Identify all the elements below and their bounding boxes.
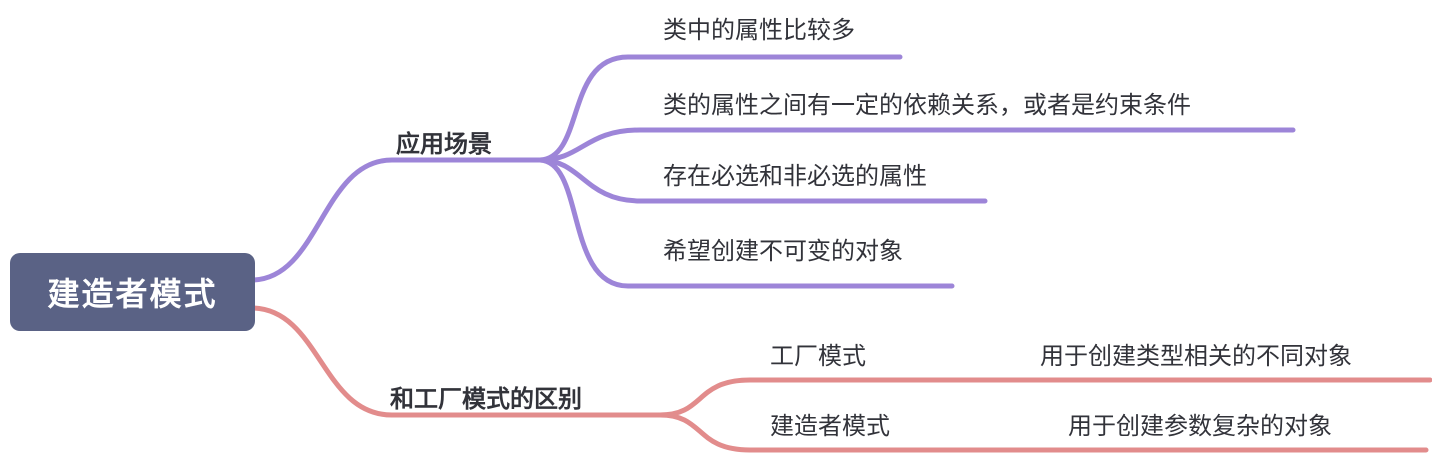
node-factory-pattern-desc[interactable]: 用于创建类型相关的不同对象	[1040, 343, 1352, 370]
link-factory-pattern-row	[657, 377, 1432, 418]
link-root-usage	[250, 157, 543, 283]
node-required-optional[interactable]: 存在必选和非必选的属性	[663, 163, 927, 190]
node-immutable-object[interactable]: 希望创建不可变的对象	[663, 238, 903, 265]
node-factory-pattern[interactable]: 工厂模式	[770, 343, 866, 370]
link-usage-dependency	[537, 127, 1296, 163]
node-builder-pattern[interactable]: 建造者模式	[770, 413, 890, 440]
node-application-scenarios[interactable]: 应用场景	[396, 131, 492, 158]
node-many-attributes[interactable]: 类中的属性比较多	[663, 17, 855, 44]
node-dependency-constraints[interactable]: 类的属性之间有一定的依赖关系，或者是约束条件	[663, 92, 1191, 119]
node-builder-pattern-desc[interactable]: 用于创建参数复杂的对象	[1068, 413, 1332, 440]
root-node[interactable]: 建造者模式	[10, 253, 255, 331]
node-factory-difference[interactable]: 和工厂模式的区别	[390, 386, 582, 413]
